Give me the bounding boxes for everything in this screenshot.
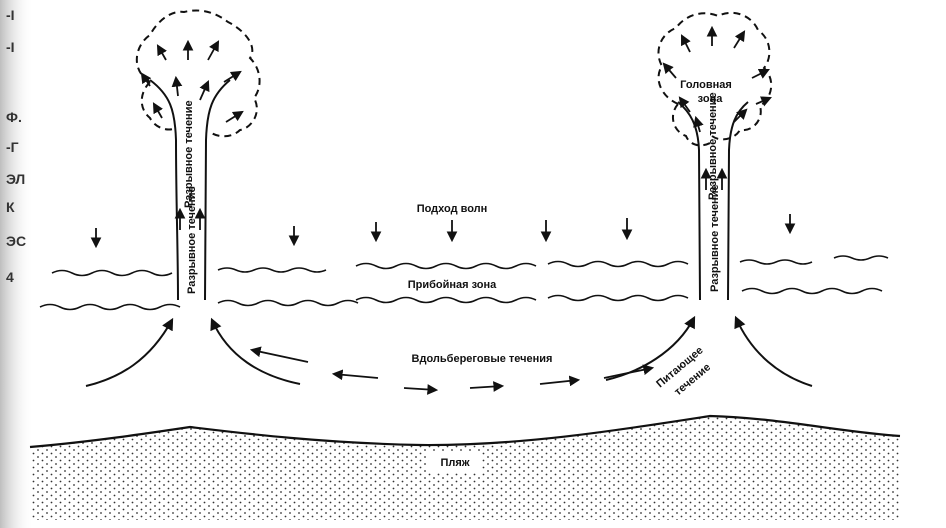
shoreline [29, 414, 901, 449]
surf-zone-label: Прибойная зона [408, 279, 497, 291]
rip-channel-left [149, 79, 231, 301]
edge-fragment: Ф. [6, 109, 22, 125]
longshore-currents-label: Вдольбереговые течения [412, 353, 553, 365]
rip-current-left-label: Разрывное течение [186, 186, 198, 294]
edge-fragment: К [6, 199, 15, 215]
longshore-arrows [249, 346, 655, 395]
edge-fragment: -I [6, 39, 15, 55]
beach-label: Пляж [440, 457, 469, 469]
rip-current-right-top-label: Разрывное течение [707, 92, 719, 200]
edge-fragments: -I -I Ф. -Г ЭЛ К ЭС 4 [6, 7, 26, 285]
rip-current-left-top-label: Разрывное течение [183, 100, 195, 208]
rip-current-right-label: Разрывное течение [709, 184, 721, 292]
feeder-currents [85, 315, 813, 387]
rip-head-right [657, 11, 773, 147]
head-arrows-right [662, 25, 772, 190]
edge-fragment: ЭЛ [6, 171, 25, 187]
head-arrows-left [140, 39, 244, 230]
head-zone-label-line1: Головная [680, 79, 732, 91]
surf-waves [39, 255, 889, 311]
wave-approach-label: Подход волн [417, 203, 488, 215]
rip-head-left [135, 9, 261, 138]
scan-edge-shadow [0, 0, 34, 528]
edge-fragment: 4 [6, 269, 14, 285]
edge-fragment: -I [6, 7, 15, 23]
edge-fragment: ЭС [6, 233, 26, 249]
head-zone-label-line2: зона [698, 93, 724, 105]
wave-approach-arrows [90, 214, 796, 249]
edge-fragment: -Г [6, 139, 19, 155]
beach-label-bg [428, 452, 482, 472]
